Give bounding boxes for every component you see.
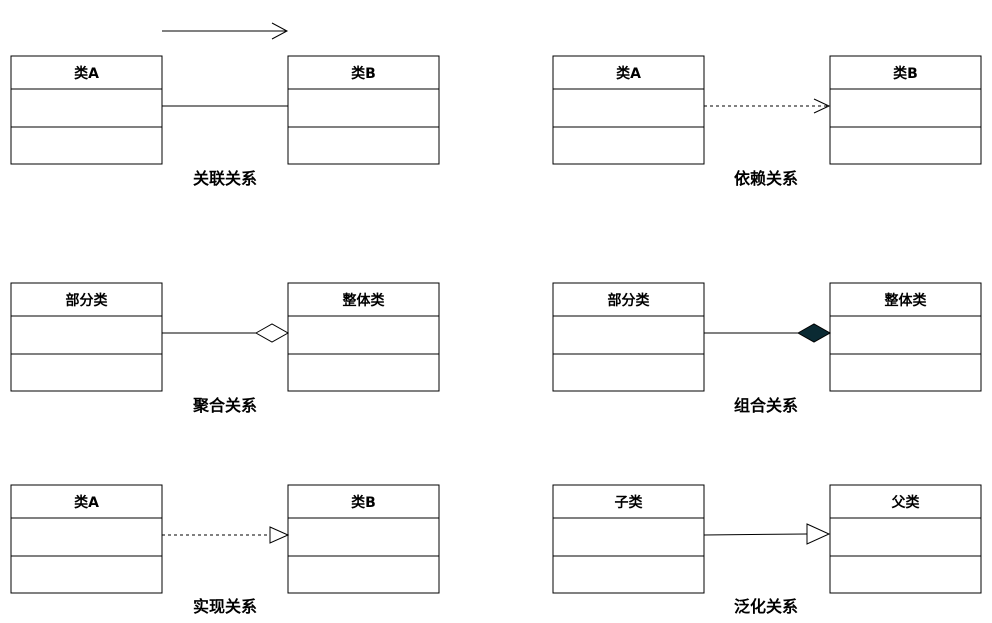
generalization-caption: 泛化关系 (734, 597, 798, 616)
realization-connector (162, 526, 290, 544)
generalization-connector (703, 523, 831, 545)
filled-diamond-icon (796, 323, 832, 343)
dependency-right-class-box[interactable]: 类B (829, 55, 982, 165)
composition-group: 部分类 整体类 组合关系 (552, 282, 982, 415)
aggregation-left-class-box[interactable]: 部分类 (10, 282, 163, 392)
realization-caption: 实现关系 (193, 597, 257, 616)
aggregation-caption: 聚合关系 (192, 396, 257, 415)
composition-right-class-box[interactable]: 整体类 (829, 282, 982, 392)
aggregation-left-class-name: 部分类 (66, 292, 109, 309)
hollow-diamond-icon (254, 323, 290, 343)
association-caption: 关联关系 (193, 169, 257, 188)
dependency-connector (704, 98, 831, 114)
aggregation-right-class-name: 整体类 (342, 292, 386, 309)
association-right-class-box[interactable]: 类B (287, 55, 440, 165)
dependency-left-class-name: 类A (616, 65, 641, 82)
composition-connector (704, 323, 832, 343)
aggregation-right-class-box[interactable]: 整体类 (287, 282, 440, 392)
composition-left-class-box[interactable]: 部分类 (552, 282, 705, 392)
composition-right-class-name: 整体类 (884, 292, 928, 309)
dependency-right-class-name: 类B (893, 65, 918, 82)
generalization-group: 子类 父类 泛化关系 (552, 484, 982, 616)
realization-right-class-box[interactable]: 类B (287, 484, 440, 594)
realization-left-class-name: 类A (74, 494, 99, 511)
generalization-left-class-name: 子类 (615, 494, 644, 511)
hollow-triangle-icon (806, 523, 831, 545)
open-arrowhead-icon (813, 98, 831, 114)
realization-left-class-box[interactable]: 类A (10, 484, 163, 594)
generalization-right-class-box[interactable]: 父类 (829, 484, 982, 594)
dependency-caption: 依赖关系 (734, 169, 798, 188)
aggregation-connector (162, 323, 290, 343)
generalization-left-class-box[interactable]: 子类 (552, 484, 705, 594)
composition-caption: 组合关系 (734, 396, 798, 415)
aggregation-group: 部分类 整体类 聚合关系 (10, 282, 440, 415)
dependency-left-class-box[interactable]: 类A (552, 55, 705, 165)
association-direction-arrow-icon (162, 22, 289, 40)
association-group: 类A 类B 关联关系 (10, 22, 440, 188)
association-left-class-box[interactable]: 类A (10, 55, 163, 165)
association-right-class-name: 类B (351, 65, 376, 82)
hollow-triangle-icon (269, 526, 290, 544)
realization-group: 类A 类B 实现关系 (10, 484, 440, 616)
association-left-class-name: 类A (74, 65, 99, 82)
dependency-group: 类A 类B 依赖关系 (552, 55, 982, 188)
generalization-right-class-name: 父类 (891, 494, 921, 511)
composition-left-class-name: 部分类 (608, 292, 651, 309)
realization-right-class-name: 类B (351, 494, 376, 511)
